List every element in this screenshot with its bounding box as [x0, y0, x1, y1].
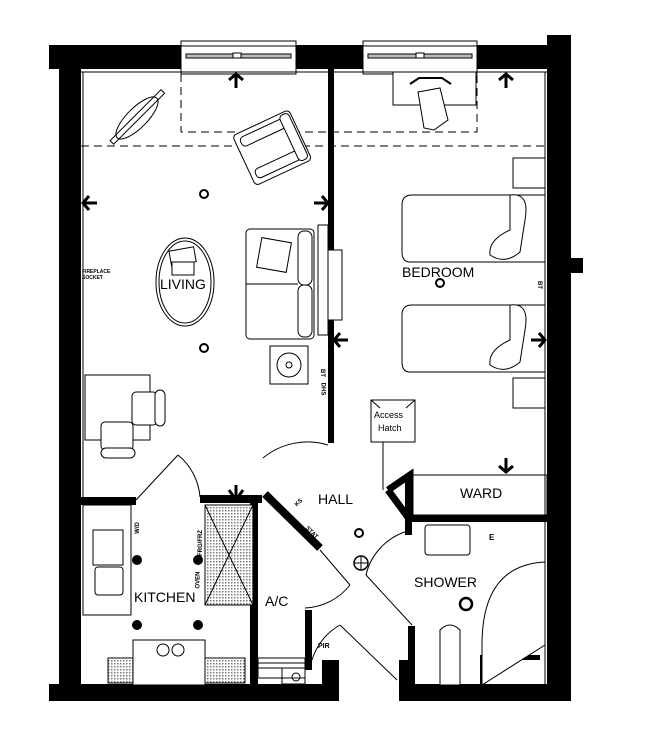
fireplace-socket-label-2: SOCKET: [82, 275, 103, 281]
ceiling-lights: [199, 189, 209, 353]
shower-fittings: [424, 524, 546, 686]
diagonal-wall-ward: [386, 468, 414, 520]
window-living: [180, 40, 297, 75]
kitchen-fittings: [82, 504, 254, 686]
pir-label: PIR: [318, 643, 330, 650]
dhs-label: DHS: [319, 382, 326, 396]
living-furniture: [84, 89, 343, 459]
dashed-lines: [81, 74, 547, 147]
room-label-hall: HALL: [318, 491, 354, 507]
bt-bedroom-label: BT: [536, 281, 542, 289]
bt-label: BT: [319, 369, 325, 377]
room-label-ward: WARD: [460, 485, 503, 501]
access-hatch-label: Access: [374, 410, 404, 420]
bedroom-furniture: [370, 71, 548, 516]
wd-label: W/D: [134, 522, 141, 534]
e-label: E: [489, 533, 495, 542]
outer-walls: [49, 35, 583, 701]
fireplace-socket-label: FIREPLACE: [82, 269, 111, 275]
window-bedroom: [362, 40, 478, 75]
room-label-living: LIVING: [160, 276, 206, 292]
room-label-shower: SHOWER: [414, 574, 477, 590]
diagonal-wall-hall: [262, 491, 323, 551]
frg-frz-label: FRG/FRZ: [198, 530, 204, 556]
oven-label: OVEN: [195, 571, 202, 589]
room-label-ac: A/C: [265, 593, 289, 609]
room-label-kitchen: KITCHEN: [134, 589, 196, 605]
access-hatch-label-2: Hatch: [378, 423, 402, 433]
kitchen-dots: [132, 555, 203, 630]
doors: [135, 441, 413, 681]
radiator-arrows: [81, 72, 547, 503]
room-label-bedroom: BEDROOM: [402, 264, 475, 280]
